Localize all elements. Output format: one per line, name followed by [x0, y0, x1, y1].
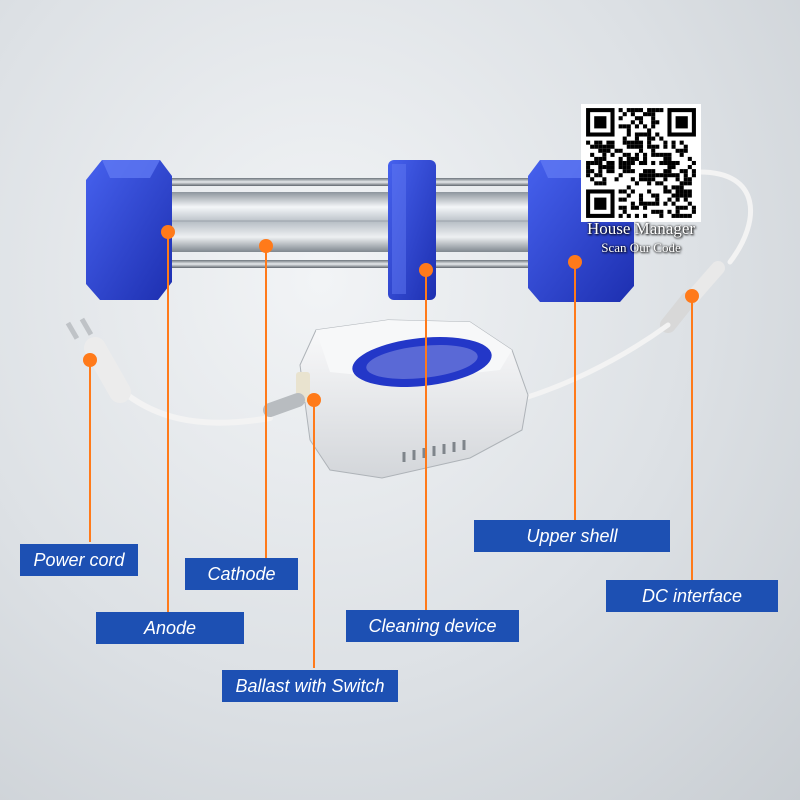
dot-cleaning [419, 263, 433, 277]
brand-name: House Manager [586, 219, 696, 238]
dot-dc [685, 289, 699, 303]
ballast-box [263, 319, 529, 479]
label-upper-shell: Upper shell [474, 520, 670, 552]
label-cathode: Cathode [185, 558, 298, 590]
qr-code-icon [581, 104, 701, 222]
label-dc-interface: DC interface [606, 580, 778, 612]
brand-tagline: Scan Our Code [601, 240, 681, 255]
label-power-cord: Power cord [20, 544, 138, 576]
label-ballast: Ballast with Switch [222, 670, 398, 702]
leader-dots [83, 225, 699, 407]
dot-anode [161, 225, 175, 239]
dot-cathode [259, 239, 273, 253]
leader-lines [89, 232, 693, 668]
dot-power [83, 353, 97, 367]
dot-upper-shell [568, 255, 582, 269]
label-anode: Anode [96, 612, 244, 644]
label-cleaning-device: Cleaning device [346, 610, 519, 642]
power-cord [65, 317, 273, 426]
dot-ballast [307, 393, 321, 407]
